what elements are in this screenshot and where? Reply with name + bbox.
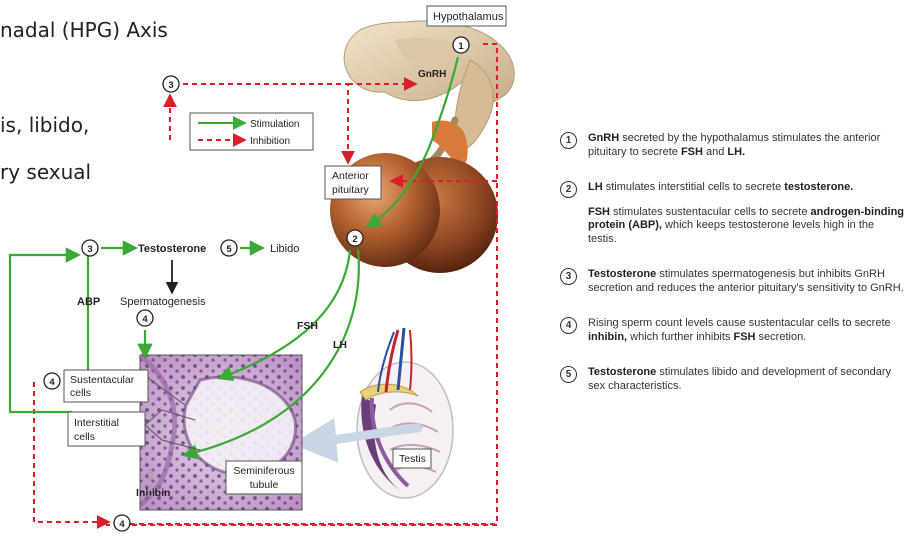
- leader-lines: [144, 377, 201, 451]
- marker-5-libido: 5: [220, 239, 238, 257]
- slide-text-fragment-2: ry sexual: [0, 160, 92, 184]
- step-1: 1 GnRH secreted by the hypothalamus stimu…: [560, 132, 905, 159]
- anterior-pituitary-label-box: Anterior pituitary: [324, 165, 382, 200]
- gnrh-label: GnRH: [418, 69, 446, 80]
- step-descriptions: 1 GnRH secreted by the hypothalamus stimu…: [560, 132, 905, 415]
- marker-4-spermatogenesis: 4: [136, 309, 154, 327]
- testis-label: Testis: [399, 453, 426, 465]
- step-3: 3 Testosterone stimulates spermatogenesis…: [560, 268, 905, 295]
- hypothalamus-label: Hypothalamus: [433, 11, 504, 23]
- marker-4-inhibin: 4: [113, 514, 131, 532]
- step-number-badge: 3: [560, 268, 577, 285]
- step-number-badge: 2: [560, 181, 577, 198]
- marker-2-pituitary: 2: [346, 229, 364, 247]
- sustentacular-label-box: Sustentacular cells: [63, 369, 149, 403]
- sustentacular-label-line1: Sustentacular: [70, 374, 135, 386]
- testosterone-label: Testosterone: [138, 243, 206, 255]
- fsh-label: FSH: [297, 320, 318, 332]
- step-4: 4 Rising sperm count levels cause sustent…: [560, 317, 905, 344]
- testis-anatomy: [356, 327, 454, 499]
- interstitial-label-line1: Interstitial: [74, 417, 119, 429]
- inhibin-label: Inhibin: [136, 487, 170, 499]
- seminiferous-micrograph: [138, 353, 303, 511]
- svg-text:4: 4: [142, 314, 148, 325]
- interstitial-label-box: Interstitial cells: [67, 411, 146, 447]
- step-number-badge: 1: [560, 132, 577, 149]
- marker-3-testosterone: 3: [81, 239, 99, 257]
- seminiferous-label-line1: Seminiferous: [233, 465, 294, 477]
- libido-label: Libido: [270, 243, 299, 255]
- abp-label: ABP: [77, 296, 100, 308]
- inhibition-paths: [33, 43, 498, 529]
- step-5: 5 Testosterone stimulates libido and deve…: [560, 366, 905, 393]
- legend-inhibition-label: Inhibition: [250, 136, 290, 147]
- anterior-pituitary-label-line1: Anterior: [332, 170, 369, 182]
- svg-text:4: 4: [49, 377, 55, 388]
- step-markers: 1 2 3 3 5 4 4: [43, 36, 470, 532]
- hypothalamus-anatomy: [343, 20, 515, 166]
- legend-stimulation-label: Stimulation: [250, 119, 299, 130]
- step-text: Testosterone stimulates libido and devel…: [588, 366, 892, 392]
- slide-text-fragment-1: is, libido,: [0, 113, 90, 137]
- hypothalamus-label-box: Hypothalamus: [426, 5, 507, 27]
- step-2: 2 LH stimulates interstitial cells to sec…: [560, 181, 905, 246]
- slide-title-fragment: nadal (HPG) Axis: [0, 18, 168, 42]
- interstitial-label-line2: cells: [74, 431, 95, 443]
- step-text: LH stimulates interstitial cells to secr…: [588, 181, 854, 193]
- step-number-badge: 4: [560, 317, 577, 334]
- marker-4-sustentacular: 4: [43, 372, 61, 390]
- spermatogenesis-label: Spermatogenesis: [120, 296, 206, 308]
- svg-text:2: 2: [352, 234, 357, 245]
- stimulation-paths: [8, 56, 460, 460]
- step-text: Testosterone stimulates spermatogenesis …: [588, 268, 904, 294]
- legend: Stimulation Inhibition: [189, 112, 314, 151]
- testis-label-box: Testis: [392, 448, 432, 469]
- svg-text:1: 1: [458, 41, 464, 52]
- step-text-extra: FSH stimulates sustentacular cells to se…: [588, 205, 905, 245]
- step-text: Rising sperm count levels cause sustenta…: [588, 317, 891, 343]
- step-text: GnRH secreted by the hypothalamus stimul…: [588, 132, 881, 158]
- svg-text:4: 4: [119, 519, 125, 530]
- lh-label: LH: [333, 339, 347, 351]
- seminiferous-label-line2: tubule: [250, 479, 279, 491]
- seminiferous-label-box: Seminiferous tubule: [225, 460, 303, 495]
- magnification-arrow: [291, 417, 423, 463]
- svg-text:3: 3: [87, 244, 92, 255]
- svg-text:3: 3: [168, 80, 173, 91]
- sustentacular-label-line2: cells: [70, 387, 91, 399]
- micrograph-magnification: LM 40x: [145, 467, 155, 497]
- anterior-pituitary-label-line2: pituitary: [332, 184, 370, 196]
- marker-1-hypothalamus: 1: [452, 36, 470, 54]
- marker-3-top: 3: [162, 75, 180, 93]
- svg-text:5: 5: [226, 244, 232, 255]
- step-number-badge: 5: [560, 366, 577, 383]
